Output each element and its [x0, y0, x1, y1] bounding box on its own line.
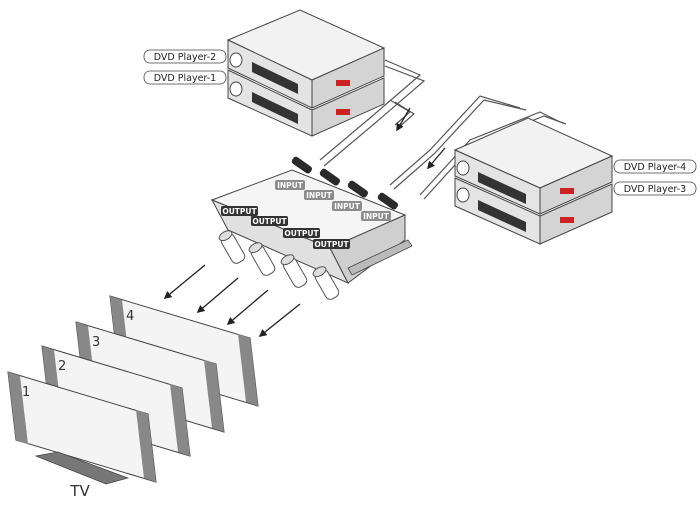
label-dvd-player-1: DVD Player-1	[154, 73, 216, 84]
tv-number-4: 4	[126, 309, 134, 324]
tv-label: TV	[69, 482, 90, 500]
brand-badge-icon	[560, 188, 574, 194]
tv-1: 1	[7, 371, 157, 485]
brand-badge-icon	[336, 109, 350, 115]
output-tag-2: OUTPUT	[251, 216, 288, 226]
output-tag-1: OUTPUT	[221, 206, 258, 216]
callout-dvd-player-2: DVD Player-2	[143, 49, 227, 64]
svg-text:INPUT: INPUT	[334, 202, 361, 211]
output-arrows	[163, 264, 301, 337]
output-tag-3: OUTPUT	[283, 228, 320, 238]
svg-text:OUTPUT: OUTPUT	[284, 229, 319, 238]
splitter-box	[210, 169, 413, 285]
input-plugs	[291, 156, 399, 210]
label-dvd-player-3: DVD Player-3	[624, 184, 686, 195]
output-plugs	[218, 230, 340, 300]
svg-text:INPUT: INPUT	[306, 191, 333, 200]
label-dvd-player-4: DVD Player-4	[624, 162, 686, 173]
svg-text:OUTPUT: OUTPUT	[252, 217, 287, 226]
callout-dvd-player-3: DVD Player-3	[613, 181, 697, 196]
label-dvd-player-2: DVD Player-2	[154, 52, 216, 63]
dvd-player-4	[453, 117, 614, 215]
input-arrows	[396, 107, 446, 170]
tv-number-3: 3	[92, 335, 100, 350]
dvd-player-3	[454, 177, 613, 245]
input-tag-3: INPUT	[332, 201, 362, 211]
svg-text:INPUT: INPUT	[277, 181, 304, 190]
input-tag-2: INPUT	[304, 190, 334, 200]
output-tag-4: OUTPUT	[313, 239, 350, 249]
svg-text:INPUT: INPUT	[363, 212, 390, 221]
svg-text:OUTPUT: OUTPUT	[222, 207, 257, 216]
input-cables	[319, 59, 567, 200]
input-tag-4: INPUT	[361, 211, 391, 221]
input-tag-1: INPUT	[275, 180, 305, 190]
brand-badge-icon	[560, 217, 574, 223]
callout-dvd-player-1: DVD Player-1	[143, 70, 227, 85]
brand-badge-icon	[336, 80, 350, 86]
tv-number-1: 1	[22, 385, 30, 400]
dvd-player-2	[226, 9, 386, 109]
dvd-player-1	[227, 69, 385, 137]
tv-number-2: 2	[58, 359, 66, 374]
callout-dvd-player-4: DVD Player-4	[613, 159, 697, 174]
tv-stand	[34, 451, 130, 485]
svg-text:OUTPUT: OUTPUT	[314, 240, 349, 249]
